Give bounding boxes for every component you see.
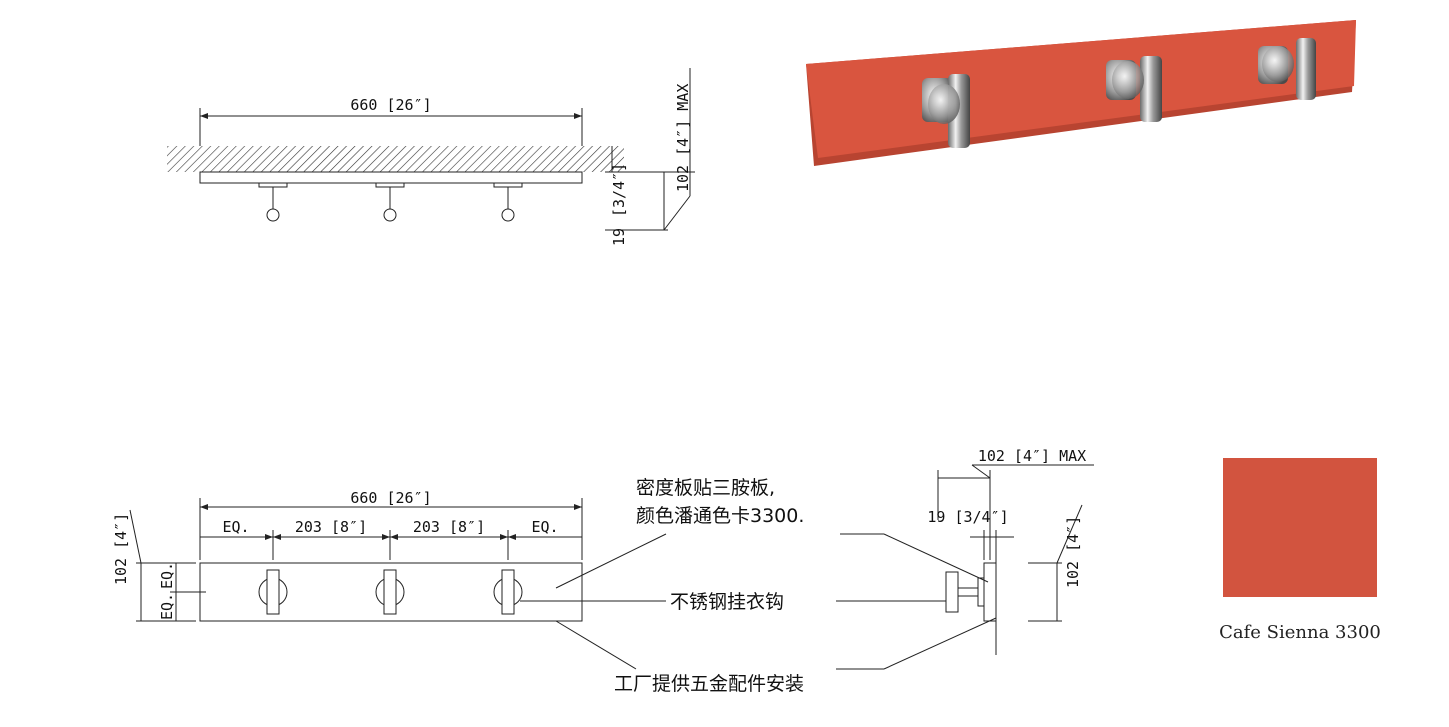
front-width-label: 660 [26″] <box>350 489 431 507</box>
wall-hatch <box>167 146 624 172</box>
panel-side <box>983 562 997 622</box>
hook-front-3 <box>493 569 523 615</box>
swatch-tile <box>1223 458 1377 597</box>
spacing-2-label: 203 [8″] <box>413 518 485 536</box>
leader-panel-right <box>883 533 989 583</box>
panel-note-line2: 颜色潘通色卡3300. <box>636 505 804 527</box>
front-spacing-dimension: EQ. 203 [8″] 203 [8″] EQ. <box>200 518 582 560</box>
top-thickness-label: [3/4″] <box>610 163 628 217</box>
eq-right-label: EQ. <box>531 518 558 536</box>
side-view: 102 [4″] MAX 19 [3/4″] 102 [4″] <box>927 447 1094 655</box>
product-render <box>806 20 1356 166</box>
side-depth-label: 102 [4″] MAX <box>978 447 1086 465</box>
top-view: 660 [26″] 102 [4″] MAX 19 [3/4″] <box>167 68 695 246</box>
top-width-label: 660 [26″] <box>350 96 431 114</box>
top-depth-dimension: 102 [4″] MAX 19 [3/4″] <box>605 68 695 246</box>
side-height-dimension: 102 [4″] <box>1028 504 1083 622</box>
hook-front-2 <box>375 569 405 615</box>
panel-top <box>199 171 583 184</box>
hook-note: 不锈钢挂衣钩 <box>670 591 784 613</box>
side-thickness-dimension: 19 [3/4″] <box>927 508 1014 560</box>
side-thickness-label: 19 [3/4″] <box>927 508 1008 526</box>
eq-upper-label: EQ. <box>158 562 176 589</box>
leader-hardware-left <box>555 620 637 670</box>
top-width-dimension: 660 [26″] <box>199 96 583 146</box>
hardware-note: 工厂提供五金配件安装 <box>614 673 804 695</box>
leader-hardware-right <box>883 617 997 670</box>
hook-side <box>945 571 959 613</box>
render-hook-2 <box>1106 56 1162 122</box>
swatch-caption: Cafe Sienna 3300 <box>1219 622 1381 643</box>
front-height-label: 102 [4″] <box>112 513 130 585</box>
hook-front-1 <box>258 569 288 615</box>
hook-top-1 <box>258 182 288 222</box>
panel-face <box>806 20 1356 158</box>
render-hook-3 <box>1258 38 1316 100</box>
panel-note-line1: 密度板贴三胺板, <box>636 477 775 499</box>
eq-left-label: EQ. <box>222 518 249 536</box>
hook-base-side <box>977 577 985 607</box>
hook-top-3 <box>493 182 523 222</box>
side-depth-dimension: 102 [4″] MAX <box>937 447 1094 560</box>
top-thickness-label-19: 19 <box>610 228 628 246</box>
leader-panel-left <box>555 533 667 589</box>
front-width-dimension: 660 [26″] <box>199 489 583 560</box>
annotations: 密度板贴三胺板, 颜色潘通色卡3300. 不锈钢挂衣钩 工厂提供五金配件安装 <box>520 477 997 695</box>
side-height-label: 102 [4″] <box>1064 516 1082 588</box>
render-hook-1 <box>922 74 970 148</box>
spacing-1-label: 203 [8″] <box>295 518 367 536</box>
front-view: 660 [26″] EQ. 203 [8″] 203 [8″] EQ. 102 … <box>112 489 583 622</box>
hook-top-2 <box>375 182 405 222</box>
eq-lower-label: EQ. <box>158 593 176 620</box>
color-swatch: Cafe Sienna 3300 <box>1219 458 1381 643</box>
top-depth-label: 102 [4″] MAX <box>674 84 692 192</box>
front-height-dimension: 102 [4″] EQ. EQ. <box>112 509 206 622</box>
